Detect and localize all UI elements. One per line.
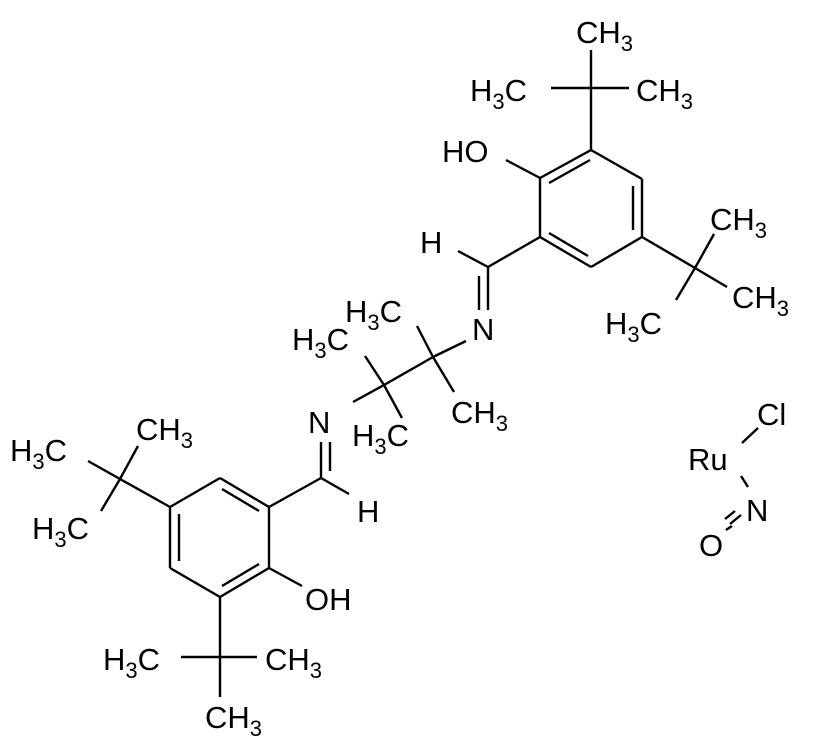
- label-hydrogen: H: [357, 494, 379, 529]
- label-h3c: H3C: [292, 322, 349, 363]
- bottom-aromatic-ring: [168, 476, 271, 599]
- label-ch3: CH3: [136, 412, 193, 453]
- label-nitrogen: N: [472, 312, 494, 347]
- label-ch3: CH3: [265, 642, 322, 683]
- bottom-oh-bond: [268, 566, 303, 588]
- label-nitrosyl-oxygen: O: [699, 528, 723, 563]
- top-oh-bond: [505, 158, 541, 180]
- label-h3c: H3C: [10, 433, 67, 474]
- label-chlorine: Cl: [757, 397, 786, 432]
- label-ch3: CH3: [636, 73, 693, 114]
- label-ruthenium: Ru: [688, 442, 728, 477]
- label-h3c: H3C: [103, 642, 160, 683]
- label-hydrogen: H: [420, 225, 442, 260]
- central-diamine: [352, 325, 467, 419]
- ru-nitrosyl-chloride: [724, 427, 759, 531]
- bottom-tbutyl: [181, 597, 257, 697]
- label-h3c: H3C: [352, 418, 409, 459]
- label-h3c: H3C: [470, 73, 527, 114]
- label-hydroxyl: HO: [442, 134, 489, 169]
- label-ch3: CH3: [576, 15, 633, 56]
- label-hydroxyl: OH: [305, 582, 352, 617]
- label-ch3: CH3: [451, 395, 508, 436]
- label-ch3: CH3: [710, 202, 767, 243]
- label-h3c: H3C: [32, 511, 89, 552]
- top-tbutyl: [551, 50, 629, 150]
- left-tbutyl: [87, 445, 171, 512]
- top-aromatic-ring: [538, 148, 644, 269]
- top-imine: [457, 235, 541, 310]
- label-ch3: CH3: [205, 700, 262, 741]
- bottom-imine: [268, 442, 350, 509]
- label-nitrogen: N: [308, 405, 330, 440]
- label-h3c: H3C: [605, 306, 662, 347]
- label-nitrosyl-nitrogen: N: [746, 493, 768, 528]
- right-tbutyl: [641, 233, 728, 301]
- label-ch3: CH3: [732, 280, 789, 321]
- label-h3c: H3C: [345, 294, 402, 335]
